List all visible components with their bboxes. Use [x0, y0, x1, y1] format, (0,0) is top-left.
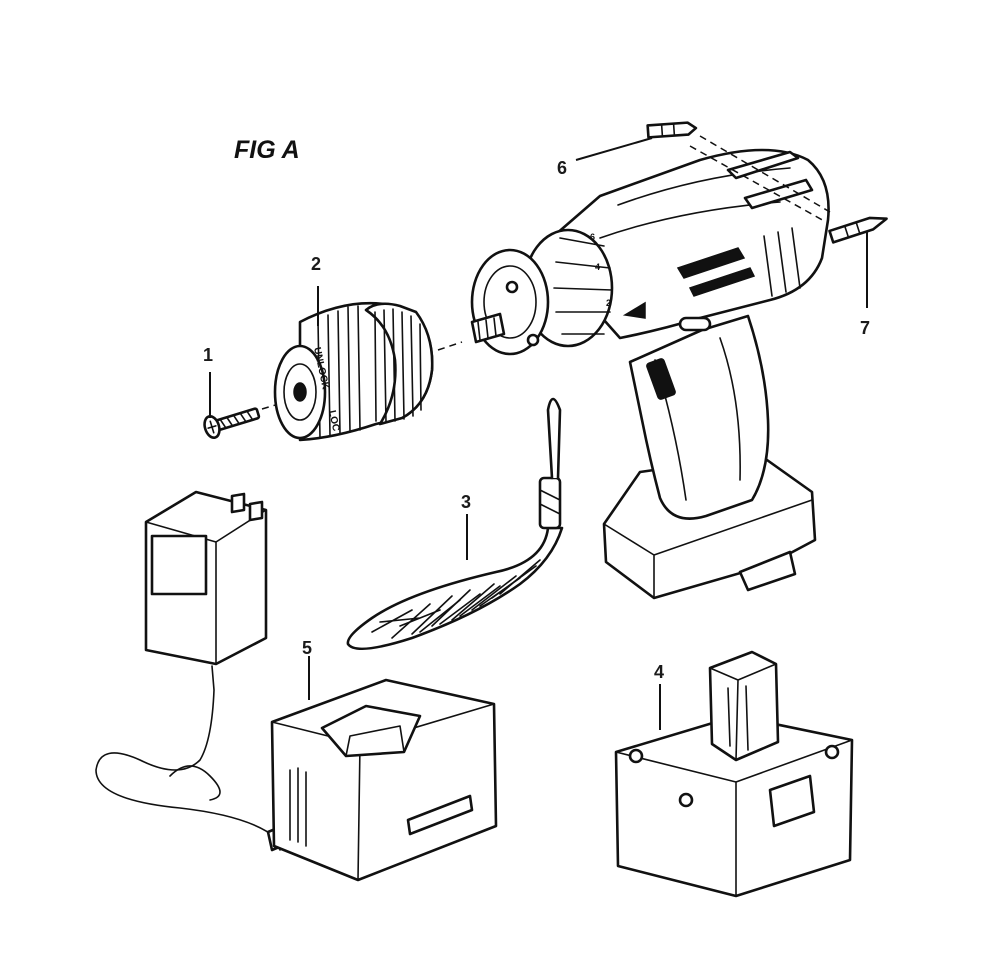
battery-pack-icon	[614, 650, 854, 898]
callout-3: 3	[461, 492, 471, 512]
figure-title: FIG A	[234, 136, 300, 164]
drill-body-icon: 6 4 2	[470, 148, 830, 600]
keyless-chuck-icon: UNLOCK LOC	[273, 301, 434, 442]
chuck-lock-text: LOC	[326, 409, 341, 432]
callout-2: 2	[311, 254, 321, 274]
chuck-screw-icon	[203, 407, 261, 440]
callout-5: 5	[302, 638, 312, 658]
clutch-mark-4: 4	[595, 262, 600, 272]
clutch-mark-6: 6	[590, 232, 595, 242]
wall-adapter-icon	[95, 490, 298, 852]
driver-bit-icon	[646, 121, 888, 244]
callout-4: 4	[654, 662, 664, 682]
callout-6: 6	[557, 158, 567, 178]
charger-base-icon	[270, 678, 498, 882]
clutch-mark-2: 2	[606, 298, 611, 308]
callout-7: 7	[860, 318, 870, 338]
wrist-strap-icon	[346, 397, 564, 651]
callout-1: 1	[203, 345, 213, 365]
